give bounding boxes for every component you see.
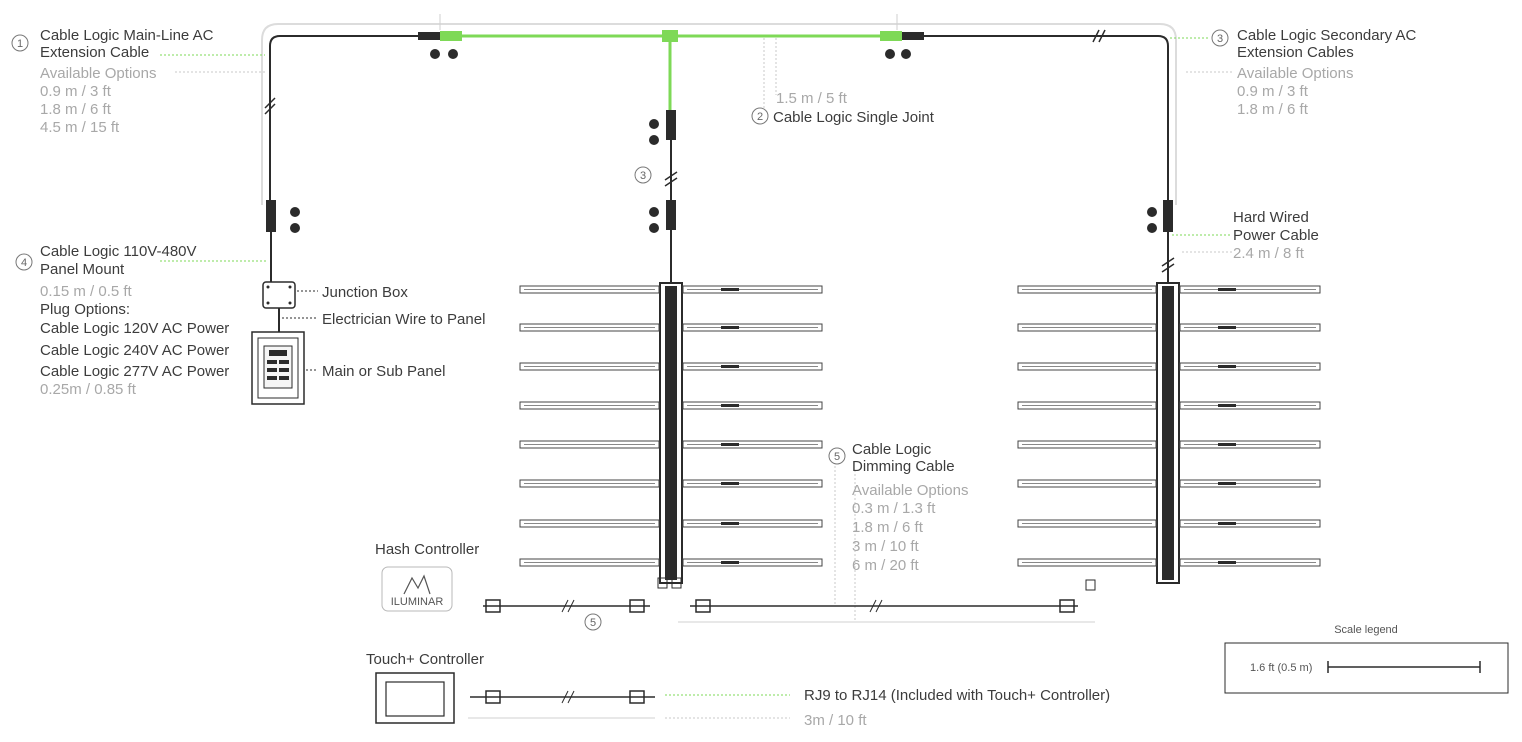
c5-option: 0.3 m / 1.3 ft [852,500,936,517]
c3-option: 0.9 m / 3 ft [1237,83,1309,100]
c4-title-1: Cable Logic 110V-480V [40,243,197,260]
fixture-bar-mark [1218,482,1236,485]
c5-option: 1.8 m / 6 ft [852,519,924,536]
cable-break-mark [264,97,276,115]
c5-options-title: Available Options [852,482,968,499]
scale-bar [1327,661,1481,673]
c5-title-2: Dimming Cable [852,458,955,475]
c2-title: Cable Logic Single Joint [773,109,935,126]
fixture-bar-mark [721,522,739,525]
c2-length: 1.5 m / 5 ft [776,90,848,107]
connector-top-left [418,31,462,59]
c1-option: 1.8 m / 6 ft [40,101,112,118]
c5-option: 3 m / 10 ft [852,538,920,555]
scale-legend-box [1224,642,1509,694]
cable-break-mark [1092,29,1106,43]
callout-num-1: 1 [17,38,23,50]
fixture-bar-mark [721,443,739,446]
fixture-bar-mark [721,561,739,564]
scale-legend-value: 1.6 ft (0.5 m) [1250,662,1312,674]
c4-plug: Cable Logic 120V AC Power [40,320,229,337]
hardwired-title-1: Hard Wired [1233,209,1309,226]
hash-controller: ILUMINAR [381,566,453,612]
cable-guide-outline [261,23,1177,205]
hardwired-title-2: Power Cable [1233,227,1319,244]
c3-title-1: Cable Logic Secondary AC [1237,27,1416,44]
c1-options-title: Available Options [40,65,156,82]
dimming-cable [483,577,1096,623]
callout-num-2: 2 [757,111,763,123]
secondary-ac-cable [924,35,1169,200]
fixture-bar-mark [1218,443,1236,446]
callout-num-4: 4 [21,257,27,269]
c4-length: 0.15 m / 0.5 ft [40,283,133,300]
fixture-spine-core [1162,286,1174,580]
rj-cable-label: RJ9 to RJ14 (Included with Touch+ Contro… [804,687,1110,704]
callout-num-3b: 3 [640,170,646,182]
fixture-bar-mark [1218,522,1236,525]
callout-num-5: 5 [834,451,840,463]
c1-option: 0.9 m / 3 ft [40,83,112,100]
c4-title-2: Panel Mount [40,261,125,278]
c3-options-title: Available Options [1237,65,1353,82]
connector-right-drop [1147,200,1175,283]
fixture-bar-mark [1218,561,1236,564]
connector-top-right [880,31,924,59]
c4-plug-length: 0.25m / 0.85 ft [40,381,137,398]
light-fixtures [519,282,1321,584]
c5-title-1: Cable Logic [852,441,932,458]
fixture-bar-mark [1218,288,1236,291]
fixture-bar-mark [1218,404,1236,407]
hardwired-length: 2.4 m / 8 ft [1233,245,1305,262]
connector-left-drop [266,200,300,282]
main-panel-label: Main or Sub Panel [322,363,445,380]
c3-option: 1.8 m / 6 ft [1237,101,1309,118]
electrician-wire-label: Electrician Wire to Panel [322,311,485,328]
fixture-spine-core [665,286,677,580]
touch-controller [375,672,655,724]
junction-box-label: Junction Box [322,284,408,301]
fixture-bar-mark [721,365,739,368]
leader-lines [160,37,1232,719]
fixture-bar-mark [1218,326,1236,329]
main-line-ac-cable [269,35,420,200]
rj-length-label: 3m / 10 ft [804,712,867,729]
callout-num-5b: 5 [590,617,596,629]
fixture-bar-mark [1218,365,1236,368]
c1-title-2: Extension Cable [40,44,149,61]
c4-plug: Cable Logic 240V AC Power [40,342,229,359]
hash-logo-text: ILUMINAR [391,596,444,608]
fixture-bar-mark [721,482,739,485]
callout-circles [11,29,1229,631]
scale-legend-title: Scale legend [1334,624,1398,636]
fixture-bar-mark [721,288,739,291]
callout-num-3: 3 [1217,33,1223,45]
fixture-bar-mark [721,326,739,329]
c5-option: 6 m / 20 ft [852,557,920,574]
c4-plug: Cable Logic 277V AC Power [40,363,229,380]
c1-option: 4.5 m / 15 ft [40,119,120,136]
c1-title-1: Cable Logic Main-Line AC [40,27,214,44]
connector-middle-drop [649,110,678,283]
c4-plug-title: Plug Options: [40,301,130,318]
t-joint [662,30,678,42]
touch-controller-label: Touch+ Controller [366,651,484,668]
main-panel [251,331,305,405]
fixture-bar-mark [721,404,739,407]
c3-title-2: Extension Cables [1237,44,1354,61]
hash-controller-label: Hash Controller [375,541,479,558]
